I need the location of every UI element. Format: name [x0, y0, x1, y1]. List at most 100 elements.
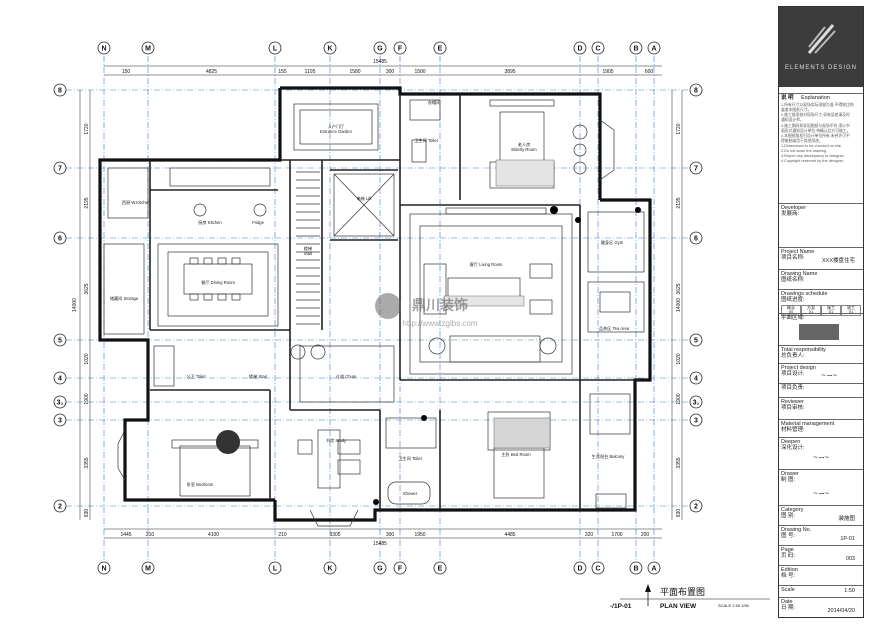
page-row: Page 页 码: 003 — [779, 545, 863, 565]
dimension-label: 1500 — [414, 69, 425, 75]
svg-text:5: 5 — [58, 338, 62, 345]
grid-bubble-row-6: 3 — [689, 413, 703, 427]
hatched-areas — [443, 159, 555, 449]
svg-text:3₁: 3₁ — [693, 400, 700, 407]
reviewer-label: Reviewer — [781, 399, 804, 405]
grid-bubble-col-k: K — [323, 561, 337, 575]
grid-bubble-col-a: A — [647, 561, 661, 575]
grid-bubble-row-7: 2 — [689, 499, 703, 513]
grid-bubble-col-l: L — [268, 561, 282, 575]
dimension-label: 2195 — [84, 197, 90, 208]
reviewer-row: Reviewer 项目审核: — [779, 397, 863, 419]
schedule-header: 施工 — [827, 304, 835, 310]
schedule-cn: 图纸进度: — [781, 297, 805, 304]
svg-text:K: K — [327, 566, 332, 573]
dining-chair — [189, 257, 199, 265]
watermark-url: http://www.zglbs.com — [402, 319, 477, 328]
number-value: 1P-01 — [840, 536, 855, 542]
grid-bubble-row-3: 5 — [689, 333, 703, 347]
svg-text:5: 5 — [694, 338, 698, 345]
room-label-public-toilet: 公卫 Toilet — [186, 374, 206, 379]
schedule-header: 竣工 — [847, 304, 855, 310]
svg-text:C: C — [595, 566, 600, 573]
dimension-label: 3355 — [84, 457, 90, 468]
project-value: XXX楼盘住宅 — [821, 258, 855, 264]
schedule-value: 01 — [848, 309, 854, 315]
room-label-stair-lower: 楼梯 Stair — [249, 373, 268, 380]
scale-label: Scale — [781, 587, 795, 593]
company-logo: ELEMENTS DESIGN — [779, 7, 863, 87]
detail-cn: 深化设计: — [781, 445, 805, 452]
dimension-label: 320 — [585, 532, 594, 538]
drawn-row: Drawer 制 图: — [779, 469, 863, 503]
design-signature: ~∽~ — [821, 371, 838, 380]
grid-bubble-col-e: E — [433, 561, 447, 575]
black-markers — [216, 206, 641, 505]
svg-text:8: 8 — [58, 88, 62, 95]
dimension-label: 3625 — [84, 283, 90, 294]
design-cn: 项目设计: — [781, 371, 805, 378]
grid-bubble-col-f: F — [393, 41, 407, 55]
grid-bubble-row-0: 8 — [53, 83, 67, 97]
svg-text:3: 3 — [694, 418, 698, 425]
schedule-header: 方案 — [807, 304, 815, 310]
dimension-label: 1720 — [676, 123, 682, 134]
note-line: 1.所有尺寸以现场实际测量为准,不得按比例 — [781, 103, 854, 107]
svg-text:E: E — [438, 46, 443, 53]
notes-sub: Explanation — [801, 95, 830, 101]
schedule-header: 概念 — [787, 304, 795, 310]
detail-label: Deepen — [781, 439, 801, 445]
schedule-label: Drawings schedule — [781, 291, 828, 297]
svg-text:L: L — [273, 566, 278, 573]
svg-text:4: 4 — [58, 376, 62, 383]
grid-bubble-row-5: 3₁ — [689, 395, 703, 409]
dimension-label: 600 — [645, 69, 654, 75]
grid-bubble-col-g: G — [373, 41, 387, 55]
grid-bubble-row-4: 4 — [53, 371, 67, 385]
grid-bubble-col-l: L — [268, 41, 282, 55]
svg-text:6: 6 — [58, 236, 62, 243]
drawing-row: Drawing Name 图纸名称: — [779, 269, 863, 289]
note-line: 量度本图纸尺寸。 — [781, 108, 812, 113]
dimension-label: 14000 — [676, 298, 682, 312]
svg-text:A: A — [651, 566, 656, 573]
room-label-shower: Shower — [403, 491, 418, 496]
edition-row: Edition 档 号: — [779, 565, 863, 585]
room-label-living: 客厅 Living Room — [470, 261, 503, 268]
room-label-elderly-room: 老人房 — [518, 141, 531, 148]
room-label-entrance-garden: Entrance Garden — [320, 129, 353, 134]
dimension-label: 14000 — [72, 298, 78, 312]
drawn-signature: ~∽~ — [813, 489, 830, 498]
project-row: Project Name 项目名称: XXX楼盘住宅 — [779, 247, 863, 269]
schedule-value: 00 — [788, 309, 794, 315]
dimension-label: 3355 — [676, 457, 682, 468]
dimension-lines — [79, 65, 683, 539]
svg-text:2: 2 — [694, 504, 698, 511]
dimension-label: 300 — [386, 532, 395, 538]
room-label-entrance-garden: 入户门厅 — [328, 123, 345, 130]
dimension-label: 1020 — [676, 353, 682, 364]
grid-bubble-col-g: G — [373, 561, 387, 575]
chief-cn: 项目负责: — [781, 385, 805, 391]
note-line: 得复制或用于其他用途。 — [781, 138, 823, 143]
reviewer-cn: 项目审核: — [781, 405, 805, 412]
drawn-cn: 制 图: — [781, 477, 796, 484]
grid-bubble-col-m: M — [141, 561, 155, 575]
interior-walls — [149, 94, 640, 510]
material-label: Material management — [781, 421, 835, 427]
date-row: Date 日 期: 2014/04/20 — [779, 597, 863, 617]
room-label-chute: 过道 Chute — [336, 373, 357, 380]
grid-bubble-col-b: B — [629, 41, 643, 55]
grid-bubble-row-3: 5 — [53, 333, 67, 347]
grid-bubble-col-c: C — [591, 41, 605, 55]
chief-row: 项目负责: — [779, 383, 863, 397]
grid-bubble-row-0: 8 — [689, 83, 703, 97]
grid-bubble-col-a: A — [647, 41, 661, 55]
room-label-gym: 健身区 Gym — [601, 239, 624, 246]
responsible-cn: 总负责人: — [781, 353, 805, 360]
dimension-label: 300 — [386, 69, 395, 75]
dimension-label: 15485 — [373, 541, 387, 547]
